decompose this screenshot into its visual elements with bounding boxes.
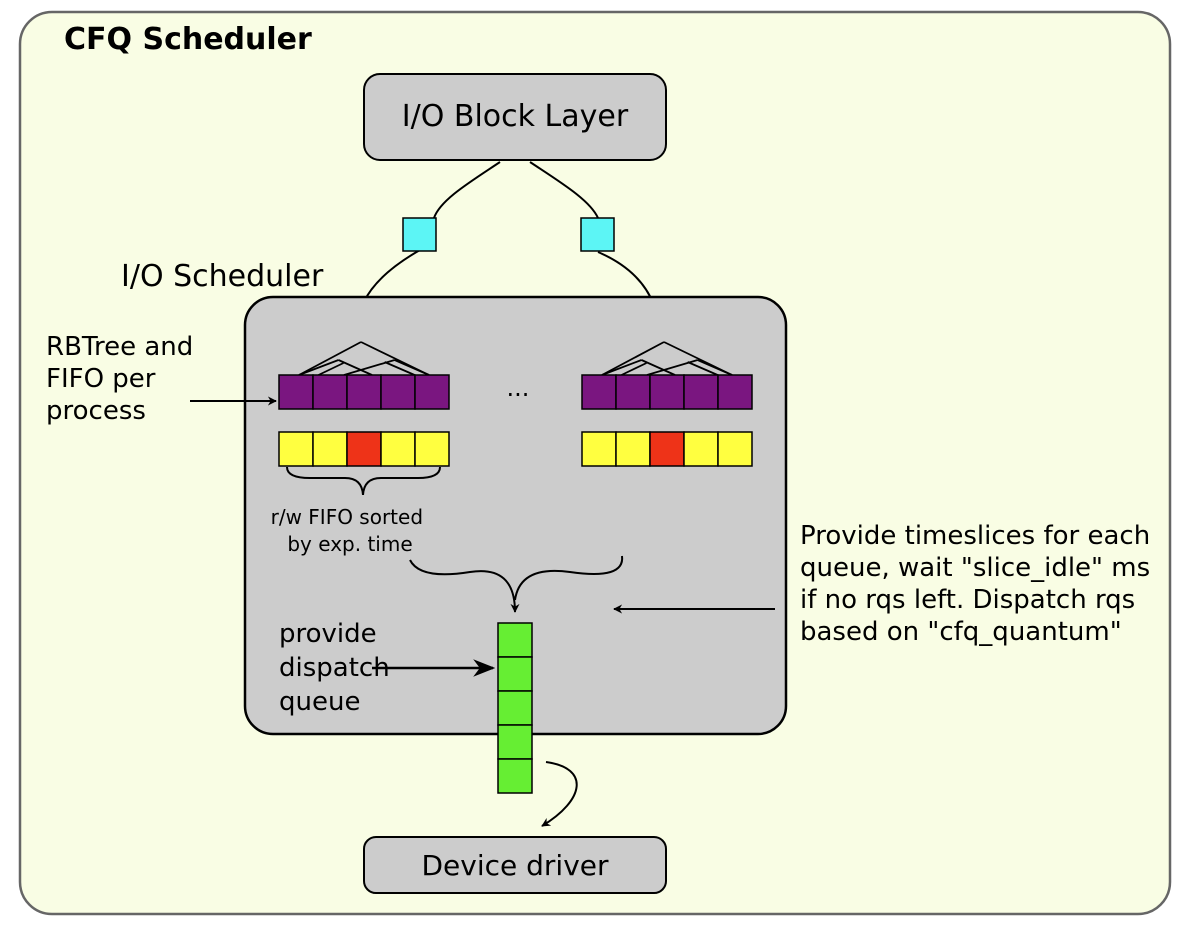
io-scheduler-label: I/O Scheduler — [121, 259, 324, 294]
rbtree-branch — [621, 362, 647, 376]
fifo-request — [414, 431, 450, 467]
fifo-request — [717, 431, 753, 467]
dispatch-note-line: dispatch — [279, 653, 390, 683]
rbtree-note-line: process — [46, 396, 146, 426]
rbtree-note-line: FIFO per — [46, 364, 156, 394]
rbtree-branch — [298, 341, 362, 376]
timeslice-note-line: if no rqs left. Dispatch rqs — [800, 585, 1135, 615]
dispatch-note-line: queue — [279, 687, 360, 717]
rbtree-node — [683, 374, 719, 410]
process-queue-right — [581, 341, 753, 467]
rbtree-branch — [394, 359, 430, 376]
timeslice-note-line: queue, wait "slice_idle" ms — [800, 553, 1150, 583]
timeslice-note-line: based on "cfq_quantum" — [800, 617, 1122, 647]
fifo-request-expired — [649, 431, 685, 467]
device-driver-label: Device driver — [421, 849, 609, 882]
dispatch-slot — [497, 622, 533, 658]
rbtree-node — [649, 374, 685, 410]
dispatch-slot — [497, 758, 533, 794]
timeslice-note-line: Provide timeslices for each — [800, 521, 1150, 551]
rbtree-node — [414, 374, 450, 410]
rbtree-node — [278, 374, 314, 410]
rbtree-branches — [298, 341, 430, 376]
rbtree-note: RBTree and FIFO per process — [46, 332, 202, 426]
rbtree-branch — [697, 359, 733, 376]
fifo-request — [312, 431, 348, 467]
block-layer-label: I/O Block Layer — [402, 99, 629, 134]
rbtree-node — [380, 374, 416, 410]
rbtree-node — [312, 374, 348, 410]
diagram-title: CFQ Scheduler — [64, 22, 312, 57]
fifo-note-line: r/w FIFO sorted — [271, 505, 423, 529]
request-square-left — [402, 217, 437, 252]
rbtree-note-line: RBTree and — [46, 332, 193, 362]
rbtree-branch — [338, 359, 373, 376]
dispatch-queue — [497, 622, 533, 794]
timeslice-note: Provide timeslices for each queue, wait … — [800, 521, 1158, 647]
dispatch-note: provide dispatch queue — [279, 619, 398, 717]
request-square-right — [580, 217, 615, 252]
fifo-note: r/w FIFO sorted by exp. time — [271, 505, 430, 556]
rbtree-branch — [298, 359, 339, 376]
fifo-request — [380, 431, 416, 467]
rbtree-branch — [601, 359, 642, 376]
rbtree-branch — [384, 361, 415, 376]
merge-curve — [514, 555, 624, 601]
rbtree-node — [717, 374, 753, 410]
fifo-request-expired — [346, 431, 382, 467]
process-queue-left — [278, 341, 450, 467]
fifo-request — [683, 431, 719, 467]
block-layer-box — [363, 73, 667, 161]
device-driver-box — [363, 836, 667, 894]
rbtree-branch — [601, 341, 665, 376]
rbtree-branches — [601, 341, 733, 376]
rbtree-node — [615, 374, 651, 410]
driver-arrow — [541, 761, 578, 827]
fifo-request — [615, 431, 651, 467]
fifo-note-line: by exp. time — [287, 532, 412, 556]
dispatch-slot — [497, 656, 533, 692]
fifo-brace — [286, 466, 441, 496]
queue-ellipsis: ... — [507, 374, 530, 402]
rbtree-branch — [641, 359, 676, 376]
dispatch-slot — [497, 690, 533, 726]
merge-curve — [409, 559, 520, 613]
fifo-request — [278, 431, 314, 467]
rbtree-node — [346, 374, 382, 410]
rbtree-branch — [318, 362, 344, 376]
dispatch-slot — [497, 724, 533, 760]
fifo-request — [581, 431, 617, 467]
dispatch-note-line: provide — [279, 619, 377, 649]
rbtree-node — [581, 374, 617, 410]
rbtree-branch — [687, 361, 718, 376]
